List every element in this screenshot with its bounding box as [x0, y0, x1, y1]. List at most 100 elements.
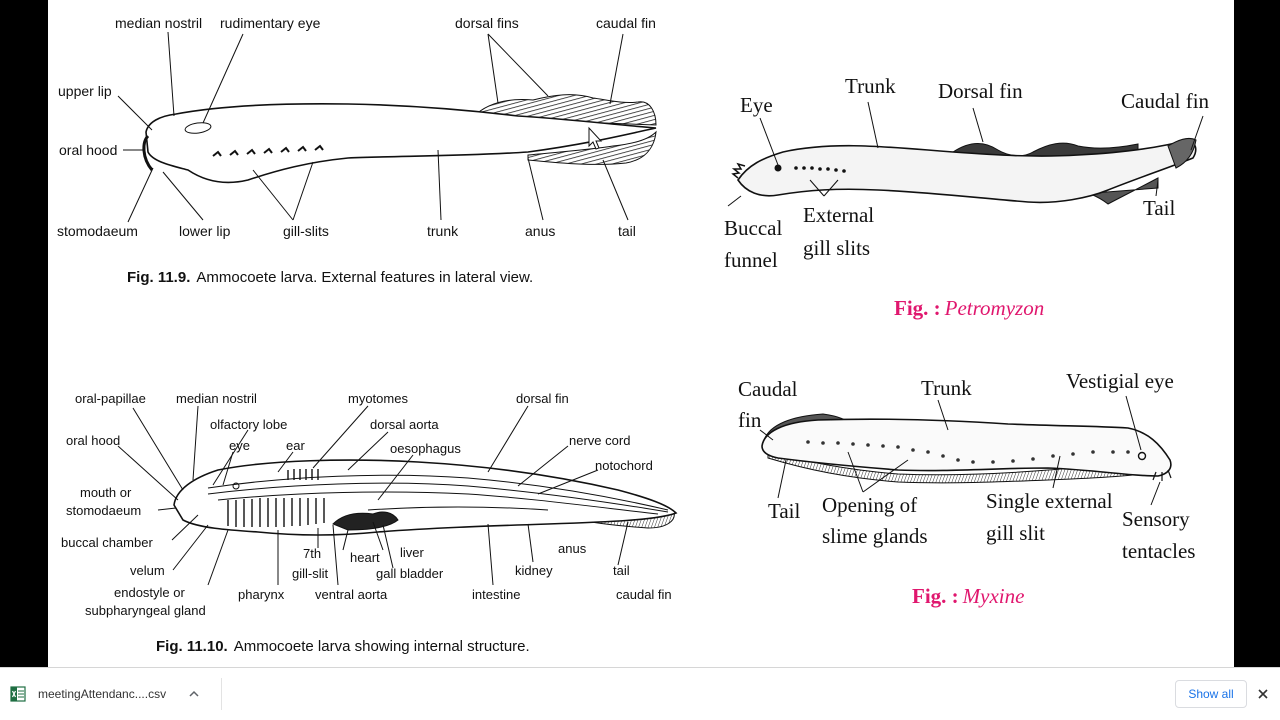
- label-liver: liver: [400, 545, 425, 560]
- label-lower-lip: lower lip: [179, 223, 231, 239]
- label-gill-slits: gill-slits: [283, 223, 329, 239]
- label-subpharyngeal-gland: subpharyngeal gland: [85, 603, 206, 618]
- label-buccal-chamber: buccal chamber: [61, 535, 153, 550]
- label-dorsal-fin: Dorsal fin: [938, 79, 1023, 103]
- label-external: External: [803, 203, 874, 227]
- label-endostyle-or: endostyle or: [114, 585, 185, 600]
- ear-marks: [287, 469, 319, 480]
- label-dorsal-fin: dorsal fin: [516, 391, 569, 406]
- ventral-fin-shape: [527, 130, 657, 165]
- close-icon[interactable]: [1256, 687, 1270, 701]
- label-opening-of: Opening of: [822, 493, 917, 517]
- myxine-vestigial-eye: [1137, 451, 1147, 461]
- label-fin: fin: [738, 408, 762, 432]
- label-oral-hood: oral hood: [66, 433, 120, 448]
- label-tail: Tail: [768, 499, 801, 523]
- label-caudal: Caudal: [738, 377, 798, 401]
- myxine-slime-gland-dots: [806, 440, 1130, 464]
- label-sensory: Sensory: [1122, 507, 1190, 531]
- csv-file-icon: [10, 686, 26, 702]
- label-kidney: kidney: [515, 563, 553, 578]
- label-stomodaeum: stomodaeum: [57, 223, 138, 239]
- buccal-funnel-shape: [731, 162, 746, 179]
- label-gill-slit: gill-slit: [292, 566, 329, 581]
- show-all-button[interactable]: Show all: [1175, 680, 1247, 708]
- label-upper-lip: upper lip: [58, 83, 112, 99]
- slide-page: median nostril rudimentary eye dorsal fi…: [48, 0, 1234, 667]
- download-file-name: meetingAttendanc....csv: [38, 687, 167, 701]
- fig3-caption: Fig. 11.10.Ammocoete larva showing inter…: [156, 638, 530, 655]
- label-tail: tail: [618, 223, 636, 239]
- diagram-canvas: median nostril rudimentary eye dorsal fi…: [57, 15, 1210, 655]
- label-tail: tail: [613, 563, 630, 578]
- download-item-divider: [221, 678, 222, 710]
- gill-slits-marks: [212, 144, 324, 157]
- ammocoete-body: [145, 103, 657, 184]
- fig2-caption: Fig. :Petromyzon: [894, 296, 1044, 320]
- label-mouth-or: mouth or: [80, 485, 132, 500]
- myxine-tentacles: [1152, 469, 1172, 481]
- label-myotomes: myotomes: [348, 391, 408, 406]
- label-ear: ear: [286, 438, 305, 453]
- label-7th: 7th: [303, 546, 321, 561]
- rudimentary-eye-shape: [184, 122, 212, 134]
- fig4-caption: Fig. :Myxine: [912, 584, 1024, 608]
- label-tentacles: tentacles: [1122, 539, 1195, 563]
- label-eye: eye: [229, 438, 250, 453]
- petromyzon-eye: [774, 164, 782, 172]
- label-oesophagus: oesophagus: [390, 441, 461, 456]
- label-trunk: Trunk: [845, 74, 896, 98]
- fig-ammocoete-internal: oral-papillae median nostril myotomes do…: [61, 391, 678, 655]
- fig-myxine: Caudal fin Trunk Vestigial eye Tail Open…: [738, 369, 1195, 608]
- petromyzon-caudal: [1167, 137, 1197, 169]
- mouse-cursor-icon: [588, 126, 603, 150]
- label-olfactory-lobe: olfactory lobe: [210, 417, 287, 432]
- label-oral-papillae: oral-papillae: [75, 391, 146, 406]
- label-trunk: Trunk: [921, 376, 972, 400]
- label-ventral-aorta: ventral aorta: [315, 587, 388, 602]
- label-anus: anus: [558, 541, 587, 556]
- fig-ammocoete-external: median nostril rudimentary eye dorsal fi…: [57, 15, 657, 286]
- label-slime-glands: slime glands: [822, 524, 928, 548]
- label-buccal: Buccal: [724, 216, 782, 240]
- label-tail: Tail: [1143, 196, 1176, 220]
- label-stomodaeum: stomodaeum: [66, 503, 141, 518]
- label-median-nostril: median nostril: [176, 391, 257, 406]
- fig-petromyzon: Eye Trunk Dorsal fin Caudal fin Buccal f…: [724, 74, 1210, 320]
- petromyzon-gill-slits: [794, 166, 846, 173]
- fig3-leader-lines: [117, 405, 629, 586]
- label-funnel: funnel: [724, 248, 778, 272]
- download-bar: meetingAttendanc....csv Show all: [0, 667, 1280, 720]
- label-intestine: intestine: [472, 587, 520, 602]
- label-gill-slits: gill slits: [803, 236, 870, 260]
- label-gill-slit: gill slit: [986, 521, 1045, 545]
- fig4-leader-lines: [759, 395, 1161, 506]
- pharynx-gill-pouches: [227, 498, 325, 527]
- heart-liver-shape: [332, 511, 399, 531]
- fig1-leader-lines: [117, 31, 629, 223]
- label-vestigial-eye: Vestigial eye: [1066, 369, 1174, 393]
- label-caudal-fin: caudal fin: [596, 15, 656, 31]
- internal-structure-lines: [207, 474, 669, 515]
- label-velum: velum: [130, 563, 165, 578]
- label-nerve-cord: nerve cord: [569, 433, 630, 448]
- label-rudimentary-eye: rudimentary eye: [220, 15, 321, 31]
- label-pharynx: pharynx: [238, 587, 285, 602]
- label-trunk: trunk: [427, 223, 459, 239]
- label-single-external: Single external: [986, 489, 1113, 513]
- label-caudal-fin: caudal fin: [616, 587, 672, 602]
- label-heart: heart: [350, 550, 380, 565]
- label-oral-hood: oral hood: [59, 142, 117, 158]
- label-caudal-fin: Caudal fin: [1121, 89, 1210, 113]
- chevron-up-icon[interactable]: [188, 688, 200, 700]
- label-dorsal-aorta: dorsal aorta: [370, 417, 439, 432]
- label-eye: Eye: [740, 93, 773, 117]
- label-anus: anus: [525, 223, 555, 239]
- download-item[interactable]: meetingAttendanc....csv: [10, 680, 200, 708]
- label-gall-bladder: gall bladder: [376, 566, 444, 581]
- fig1-caption: Fig. 11.9.Ammocoete larva. External feat…: [127, 269, 533, 286]
- oral-hood-shape: [142, 134, 154, 171]
- label-median-nostril: median nostril: [115, 15, 202, 31]
- label-notochord: notochord: [595, 458, 653, 473]
- internal-eye: [232, 482, 240, 490]
